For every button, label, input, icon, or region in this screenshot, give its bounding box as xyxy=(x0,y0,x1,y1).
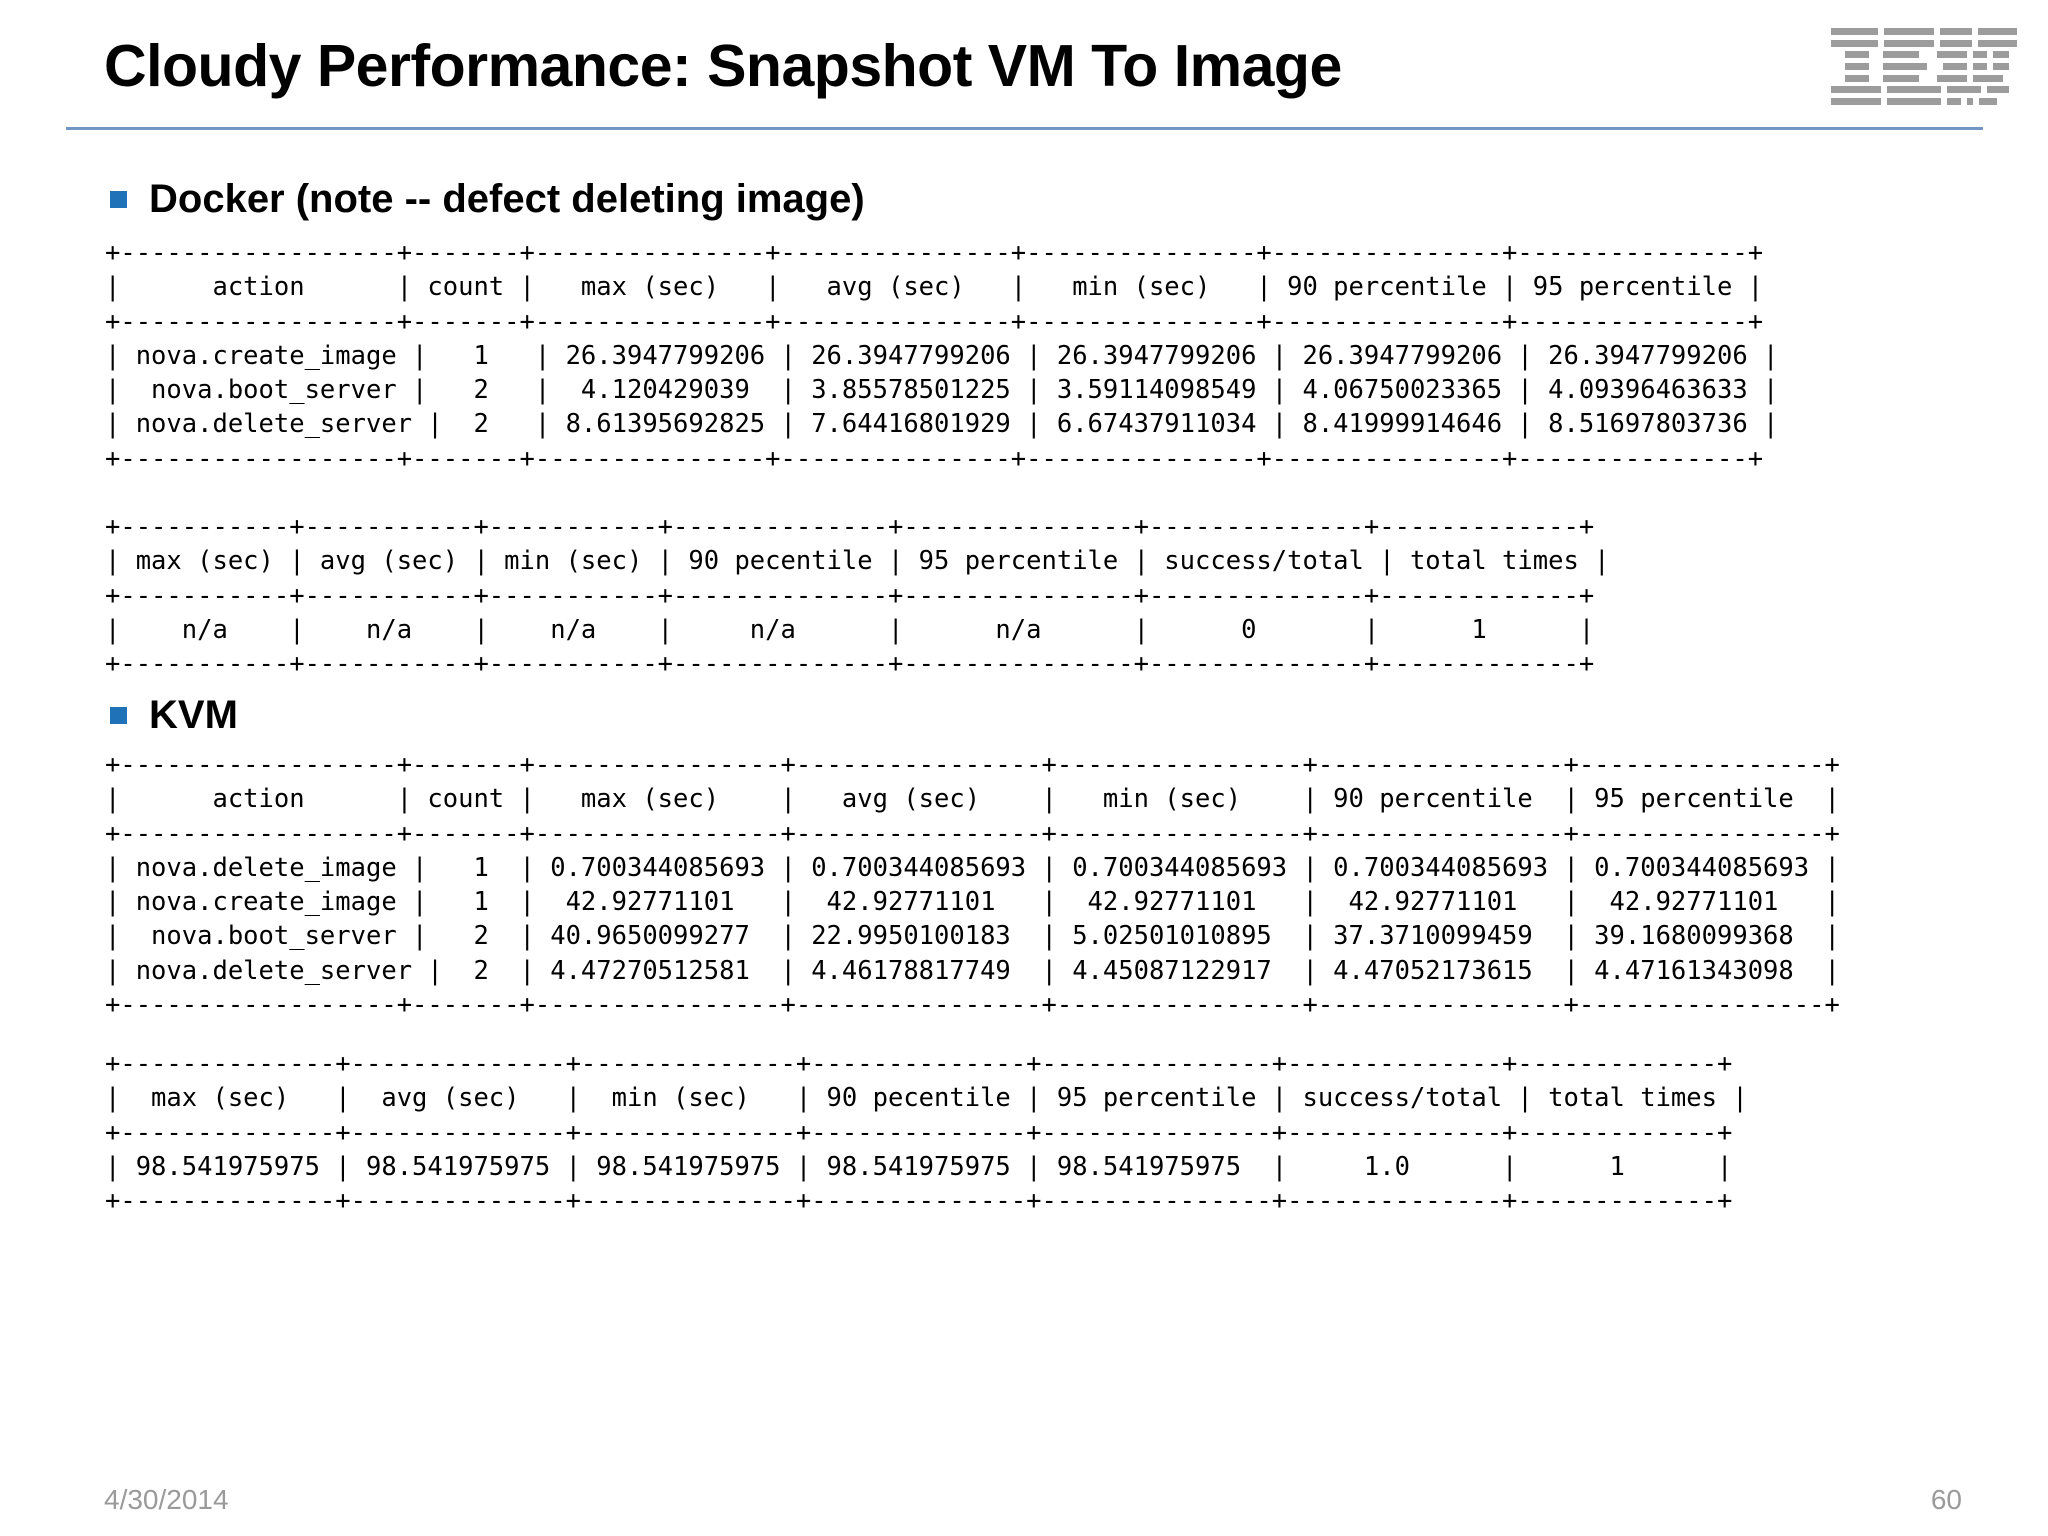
ibm-logo-row xyxy=(1831,39,2023,47)
ibm-logo-row xyxy=(1831,51,2023,59)
bullet-square-icon xyxy=(110,707,127,724)
bullet-item-docker: Docker (note -- defect deleting image) xyxy=(110,177,865,222)
ibm-logo-row xyxy=(1831,62,2023,70)
bullet-label-kvm: KVM xyxy=(149,693,238,737)
docker-main-table: +------------------+-------+------------… xyxy=(105,238,1779,474)
bullet-square-icon xyxy=(110,191,127,208)
ibm-logo-row xyxy=(1831,28,2023,35)
kvm-summary-table: +--------------+--------------+---------… xyxy=(105,1049,1748,1217)
footer-page-number: 60 xyxy=(1930,1484,1962,1515)
bullet-item-kvm: KVM xyxy=(110,693,238,738)
ibm-logo xyxy=(1831,28,2023,105)
ibm-logo-row xyxy=(1831,74,2023,82)
docker-summary-table: +-----------+-----------+-----------+---… xyxy=(105,512,1610,680)
ibm-logo-row xyxy=(1831,86,2023,94)
title-divider xyxy=(66,127,1983,130)
kvm-main-table: +------------------+-------+------------… xyxy=(105,750,1840,1021)
page-title: Cloudy Performance: Snapshot VM To Image xyxy=(104,33,1342,99)
ibm-logo-row xyxy=(1831,97,2023,105)
footer-date: 4/30/2014 xyxy=(104,1484,229,1515)
bullet-label-docker: Docker (note -- defect deleting image) xyxy=(149,177,865,221)
